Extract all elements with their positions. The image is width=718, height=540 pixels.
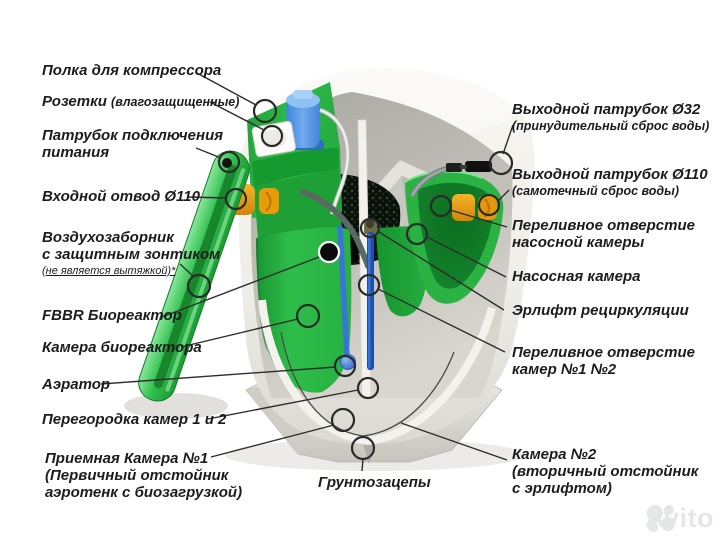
callout-inlet xyxy=(224,187,248,211)
label-compressor-shelf: Полка для компрессора xyxy=(42,62,222,79)
callout-pump-overflow xyxy=(429,194,453,218)
callout-power-hole xyxy=(222,158,232,168)
leader-partition xyxy=(207,389,359,420)
callout-fbbr xyxy=(317,240,341,264)
leader-lines xyxy=(100,72,514,472)
leader-sockets xyxy=(209,101,265,131)
bioreactor-chamber-face xyxy=(256,227,352,393)
bioreactor-chamber-shade xyxy=(256,238,268,352)
leader-pump-overflow xyxy=(449,209,508,228)
air-hose-highlight xyxy=(319,108,349,215)
cut-edge-band xyxy=(258,299,496,446)
leader-fbbr xyxy=(161,256,320,318)
label-sockets: Розетки (влагозащищенные) xyxy=(42,93,240,110)
avito-watermark: Avito xyxy=(645,503,714,534)
label-aerator: Аэратор xyxy=(42,376,111,393)
label-power-pipe: Патрубок подключения питания xyxy=(42,127,224,161)
callout-ground xyxy=(350,435,376,461)
leader-chamber2 xyxy=(400,422,508,461)
leader-air xyxy=(179,263,195,278)
callout-circles xyxy=(186,98,514,461)
callout-outlet32 xyxy=(488,150,514,176)
label-pump-overflow: Переливное отверстие насосной камеры xyxy=(512,217,695,251)
leader-shelf xyxy=(196,72,257,106)
leader-airlift xyxy=(378,231,505,311)
leader-chamber1 xyxy=(210,424,335,458)
leader-ground xyxy=(361,458,364,472)
label-pump-chamber: Насосная камера xyxy=(512,268,641,285)
label-chamber-overflow: Переливное отверстие камер №1 №2 xyxy=(512,344,695,378)
callout-air xyxy=(186,273,212,299)
leader-bio-chamber xyxy=(180,318,299,348)
callout-outlet110 xyxy=(477,193,501,217)
callout-bio-chamber xyxy=(295,303,321,329)
leader-pump-chamber xyxy=(426,236,507,278)
label-air-intake: Воздухозаборник с защитным зонтиком (не … xyxy=(42,229,221,277)
outlet-pipe-32 xyxy=(446,161,492,172)
leader-power xyxy=(195,147,222,159)
callout-sockets xyxy=(260,124,284,148)
leader-aerator xyxy=(100,366,337,385)
leader-outlet32 xyxy=(502,124,514,155)
avito-logo-icon xyxy=(647,505,675,532)
label-inlet: Входной отвод Ø110 xyxy=(42,188,200,205)
callout-pump-chamber xyxy=(405,222,429,246)
label-chamber1: Приемная Камера №1 (Первичный отстойник … xyxy=(45,450,243,501)
recirculation-hose xyxy=(300,189,371,269)
callout-partition xyxy=(356,376,380,400)
label-fbbr: FBBR Биореактор xyxy=(42,307,182,324)
airlift-pipe xyxy=(364,220,377,370)
label-outlet-110: Выходной патрубок Ø110 (самотечный сброс… xyxy=(512,166,708,198)
label-airlift: Эрлифт рециркуляции xyxy=(512,302,689,319)
label-chamber2: Камера №2 (вторичный отстойник с эрлифто… xyxy=(512,446,699,497)
callout-chamber-overflow xyxy=(357,273,381,297)
leader-inlet xyxy=(187,196,227,199)
leader-outlet110 xyxy=(497,189,510,202)
callout-power xyxy=(217,150,241,174)
label-outlet-32: Выходной патрубок Ø32 (принудительный сб… xyxy=(512,101,710,133)
leader-chamber-overflow xyxy=(377,288,506,353)
callout-airlift xyxy=(359,217,381,239)
label-partition: Перегородка камер 1 и 2 xyxy=(42,411,227,428)
callout-shelf xyxy=(252,98,278,124)
callout-chamber1 xyxy=(330,407,356,433)
label-ground-anchors: Грунтозацепы xyxy=(318,474,431,491)
label-bioreactor-chamber: Камера биореактора xyxy=(42,339,202,356)
callout-aerator xyxy=(333,354,357,378)
